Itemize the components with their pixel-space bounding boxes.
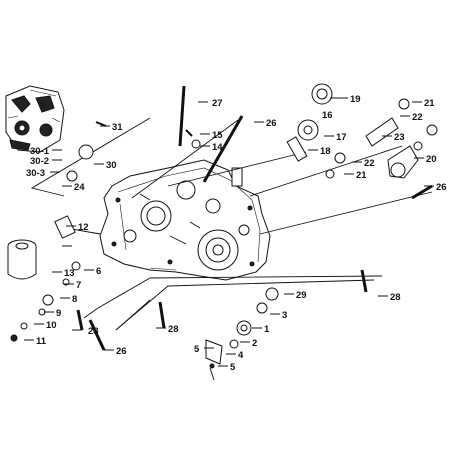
callout-26-top: 26 xyxy=(266,118,277,129)
callout-7: 7 xyxy=(76,280,81,291)
callout-11: 11 xyxy=(36,336,47,347)
bolts-and-rods xyxy=(76,85,433,351)
engine-thumbnail xyxy=(5,85,65,153)
callout-21-right: 21 xyxy=(424,98,435,109)
callout-26-bottom: 26 xyxy=(116,346,127,357)
callout-16: 16 xyxy=(322,110,333,121)
callout-21-left: 21 xyxy=(356,170,367,181)
callout-5-left: 5 xyxy=(194,344,200,355)
callout-10: 10 xyxy=(46,320,57,331)
callout-2: 2 xyxy=(252,338,257,349)
callout-28-left: 28 xyxy=(88,326,99,337)
callout-5-bottom: 5 xyxy=(230,362,236,373)
callout-14: 14 xyxy=(212,142,223,153)
callout-labels: 27 15 14 26 19 17 16 18 22 21 21 22 23 2… xyxy=(24,94,447,373)
callout-31: 31 xyxy=(112,122,123,133)
callout-19: 19 xyxy=(350,94,361,105)
callout-9: 9 xyxy=(56,308,61,319)
callout-30-3: 30-3 xyxy=(26,168,45,179)
callout-24: 24 xyxy=(74,182,85,193)
callout-29: 29 xyxy=(296,290,307,301)
callout-30: 30 xyxy=(106,160,117,171)
callout-4: 4 xyxy=(238,350,244,361)
callout-13: 13 xyxy=(64,268,75,279)
callout-12: 12 xyxy=(78,222,89,233)
callout-26-right: 26 xyxy=(436,182,447,193)
callout-1: 1 xyxy=(264,324,270,335)
callout-23: 23 xyxy=(394,132,405,143)
callout-3: 3 xyxy=(282,310,287,321)
crankcase-half xyxy=(99,159,271,281)
callout-30-1: 30-1 xyxy=(30,146,50,157)
callout-22-right: 22 xyxy=(412,112,423,123)
callout-30-2: 30-2 xyxy=(30,156,49,167)
callout-22-left: 22 xyxy=(364,158,375,169)
callout-15: 15 xyxy=(212,130,223,141)
callout-17: 17 xyxy=(336,132,347,143)
callout-28-right: 28 xyxy=(390,292,401,303)
callout-8: 8 xyxy=(72,294,77,305)
small-parts xyxy=(7,83,438,369)
callout-20: 20 xyxy=(426,154,437,165)
callout-18: 18 xyxy=(320,146,331,157)
callout-28-center: 28 xyxy=(168,324,179,335)
callout-27: 27 xyxy=(212,98,223,109)
callout-6: 6 xyxy=(96,266,101,277)
